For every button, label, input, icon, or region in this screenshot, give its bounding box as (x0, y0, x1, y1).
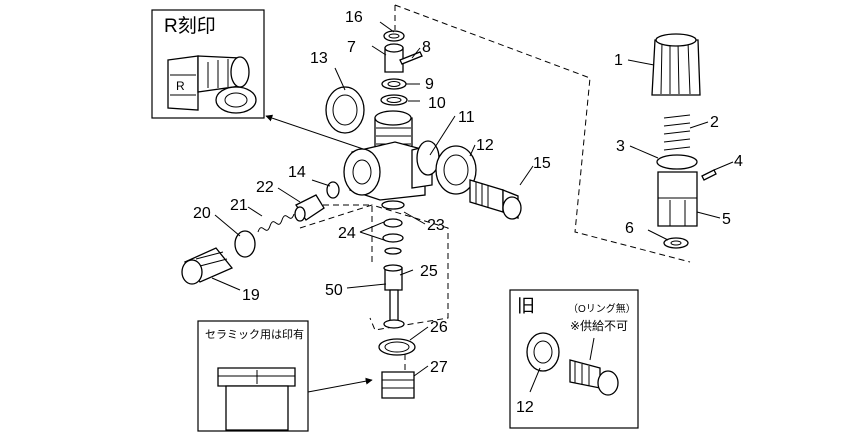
old-label: 旧 (517, 296, 535, 316)
nipple-27 (378, 338, 416, 399)
ceramic-callout: セラミック用は印有 (197, 320, 309, 432)
handle-assembly (651, 33, 717, 249)
part-number-11: 11 (458, 109, 475, 126)
plug-15 (469, 179, 522, 220)
gaskets (325, 86, 477, 195)
part-number-10: 10 (428, 95, 446, 112)
part-number-6: 6 (625, 220, 634, 237)
part-number-21: 21 (230, 197, 248, 214)
part-number-12: 12 (476, 137, 494, 154)
o-ring-none-label: （Oリング無） (568, 302, 636, 315)
part-number-5: 5 (722, 211, 731, 228)
part-number-1: 1 (614, 52, 623, 69)
r-mark-callout: R刻印 R (151, 9, 265, 119)
part-number-16: 16 (345, 9, 363, 26)
r-mark-label: R刻印 (164, 15, 216, 37)
part-number-4: 4 (734, 153, 743, 170)
part-number-15: 15 (533, 155, 551, 172)
left-parts-chain (181, 181, 340, 285)
old-type-callout: 旧 （Oリング無） ※供給不可 (509, 289, 639, 429)
part-number-14: 14 (288, 164, 306, 181)
part-number-22: 22 (256, 179, 274, 196)
part-number-labels: 16 7 8 9 10 11 12 13 15 14 22 21 20 19 2… (193, 9, 743, 416)
subassembly-50 (299, 200, 449, 331)
part-number-23: 23 (427, 217, 445, 234)
part-number-19: 19 (242, 287, 260, 304)
leader-lines (211, 21, 734, 393)
part-number-7: 7 (347, 39, 356, 56)
part-number-50: 50 (325, 282, 343, 299)
part-number-24: 24 (338, 225, 356, 242)
part-number-20: 20 (193, 205, 211, 222)
part-number-27: 27 (430, 359, 448, 376)
part-number-13: 13 (310, 50, 328, 67)
part-number-25: 25 (420, 263, 438, 280)
top-parts-stack (380, 30, 423, 106)
r-letter: R (176, 79, 185, 93)
part-number-9: 9 (425, 76, 434, 93)
part-number-26: 26 (430, 319, 448, 336)
part-number-2: 2 (710, 114, 719, 131)
ceramic-label: セラミック用は印有 (205, 327, 304, 341)
part-number-12-old: 12 (516, 399, 534, 416)
part-number-8: 8 (422, 39, 431, 56)
not-supplied-label: ※供給不可 (570, 319, 628, 333)
part-number-3: 3 (616, 138, 625, 155)
